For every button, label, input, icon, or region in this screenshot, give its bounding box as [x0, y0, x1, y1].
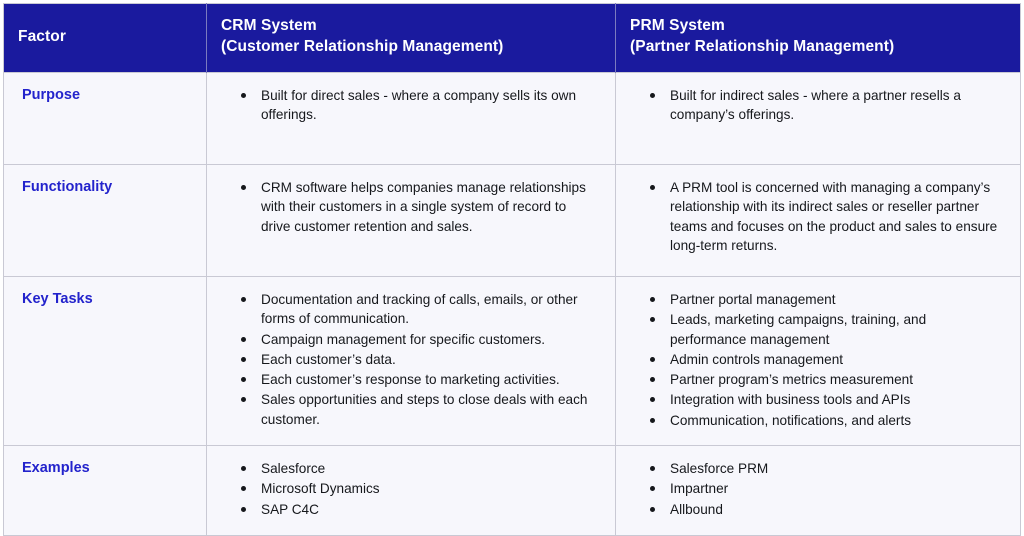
- bullet-list-key-tasks-crm: Documentation and tracking of calls, ema…: [219, 290, 599, 429]
- table-row: Functionality CRM software helps compani…: [3, 164, 1021, 277]
- column-header-crm: CRM System (Customer Relationship Manage…: [206, 3, 616, 73]
- column-header-factor-line1: Factor: [18, 27, 66, 45]
- row-label-purpose: Purpose: [3, 72, 207, 165]
- cell-purpose-prm: Built for indirect sales - where a partn…: [615, 72, 1021, 165]
- table-row: Purpose Built for direct sales - where a…: [3, 72, 1021, 165]
- column-header-prm-line2: (Partner Relationship Management): [630, 38, 895, 55]
- list-item: Each customer’s response to marketing ac…: [241, 370, 599, 389]
- column-header-prm: PRM System (Partner Relationship Managem…: [615, 3, 1021, 73]
- table-header: Factor CRM System (Customer Relationship…: [3, 3, 1021, 73]
- list-item: Campaign management for specific custome…: [241, 330, 599, 349]
- cell-functionality-crm: CRM software helps companies manage rela…: [206, 164, 616, 277]
- list-item: SAP C4C: [241, 500, 599, 519]
- cell-key-tasks-crm: Documentation and tracking of calls, ema…: [206, 275, 616, 446]
- list-item: A PRM tool is concerned with managing a …: [650, 178, 1004, 255]
- column-header-crm-line2: (Customer Relationship Management): [221, 38, 504, 55]
- bullet-list-functionality-crm: CRM software helps companies manage rela…: [219, 178, 599, 236]
- table-body: Purpose Built for direct sales - where a…: [3, 72, 1021, 536]
- list-item: Salesforce: [241, 459, 599, 478]
- row-label-examples: Examples: [3, 445, 207, 536]
- bullet-list-purpose-crm: Built for direct sales - where a company…: [219, 86, 599, 125]
- list-item: Partner portal management: [650, 290, 1004, 309]
- list-item: Admin controls management: [650, 350, 1004, 369]
- bullet-list-purpose-prm: Built for indirect sales - where a partn…: [628, 86, 1004, 125]
- list-item: Integration with business tools and APIs: [650, 390, 1004, 409]
- row-label-functionality: Functionality: [3, 164, 207, 277]
- crm-prm-comparison-table: Factor CRM System (Customer Relationship…: [3, 3, 1021, 536]
- list-item: Microsoft Dynamics: [241, 479, 599, 498]
- column-header-factor: Factor: [3, 3, 207, 73]
- list-item: Built for indirect sales - where a partn…: [650, 86, 1004, 125]
- column-header-crm-line1: CRM System: [221, 17, 317, 35]
- list-item: CRM software helps companies manage rela…: [241, 178, 599, 236]
- list-item: Built for direct sales - where a company…: [241, 86, 599, 125]
- list-item: Impartner: [650, 479, 1004, 498]
- cell-purpose-crm: Built for direct sales - where a company…: [206, 72, 616, 165]
- column-header-prm-line1: PRM System: [630, 17, 725, 35]
- bullet-list-functionality-prm: A PRM tool is concerned with managing a …: [628, 178, 1004, 255]
- list-item: Sales opportunities and steps to close d…: [241, 390, 599, 429]
- cell-functionality-prm: A PRM tool is concerned with managing a …: [615, 164, 1021, 277]
- list-item: Partner program’s metrics measurement: [650, 370, 1004, 389]
- list-item: Allbound: [650, 500, 1004, 519]
- table-row: Key Tasks Documentation and tracking of …: [3, 275, 1021, 446]
- comparison-table-container: Factor CRM System (Customer Relationship…: [0, 3, 1024, 536]
- header-row: Factor CRM System (Customer Relationship…: [3, 3, 1021, 73]
- list-item: Each customer’s data.: [241, 350, 599, 369]
- list-item: Documentation and tracking of calls, ema…: [241, 290, 599, 329]
- row-label-key-tasks: Key Tasks: [3, 275, 207, 446]
- list-item: Communication, notifications, and alerts: [650, 411, 1004, 430]
- list-item: Salesforce PRM: [650, 459, 1004, 478]
- list-item: Leads, marketing campaigns, training, an…: [650, 310, 1004, 349]
